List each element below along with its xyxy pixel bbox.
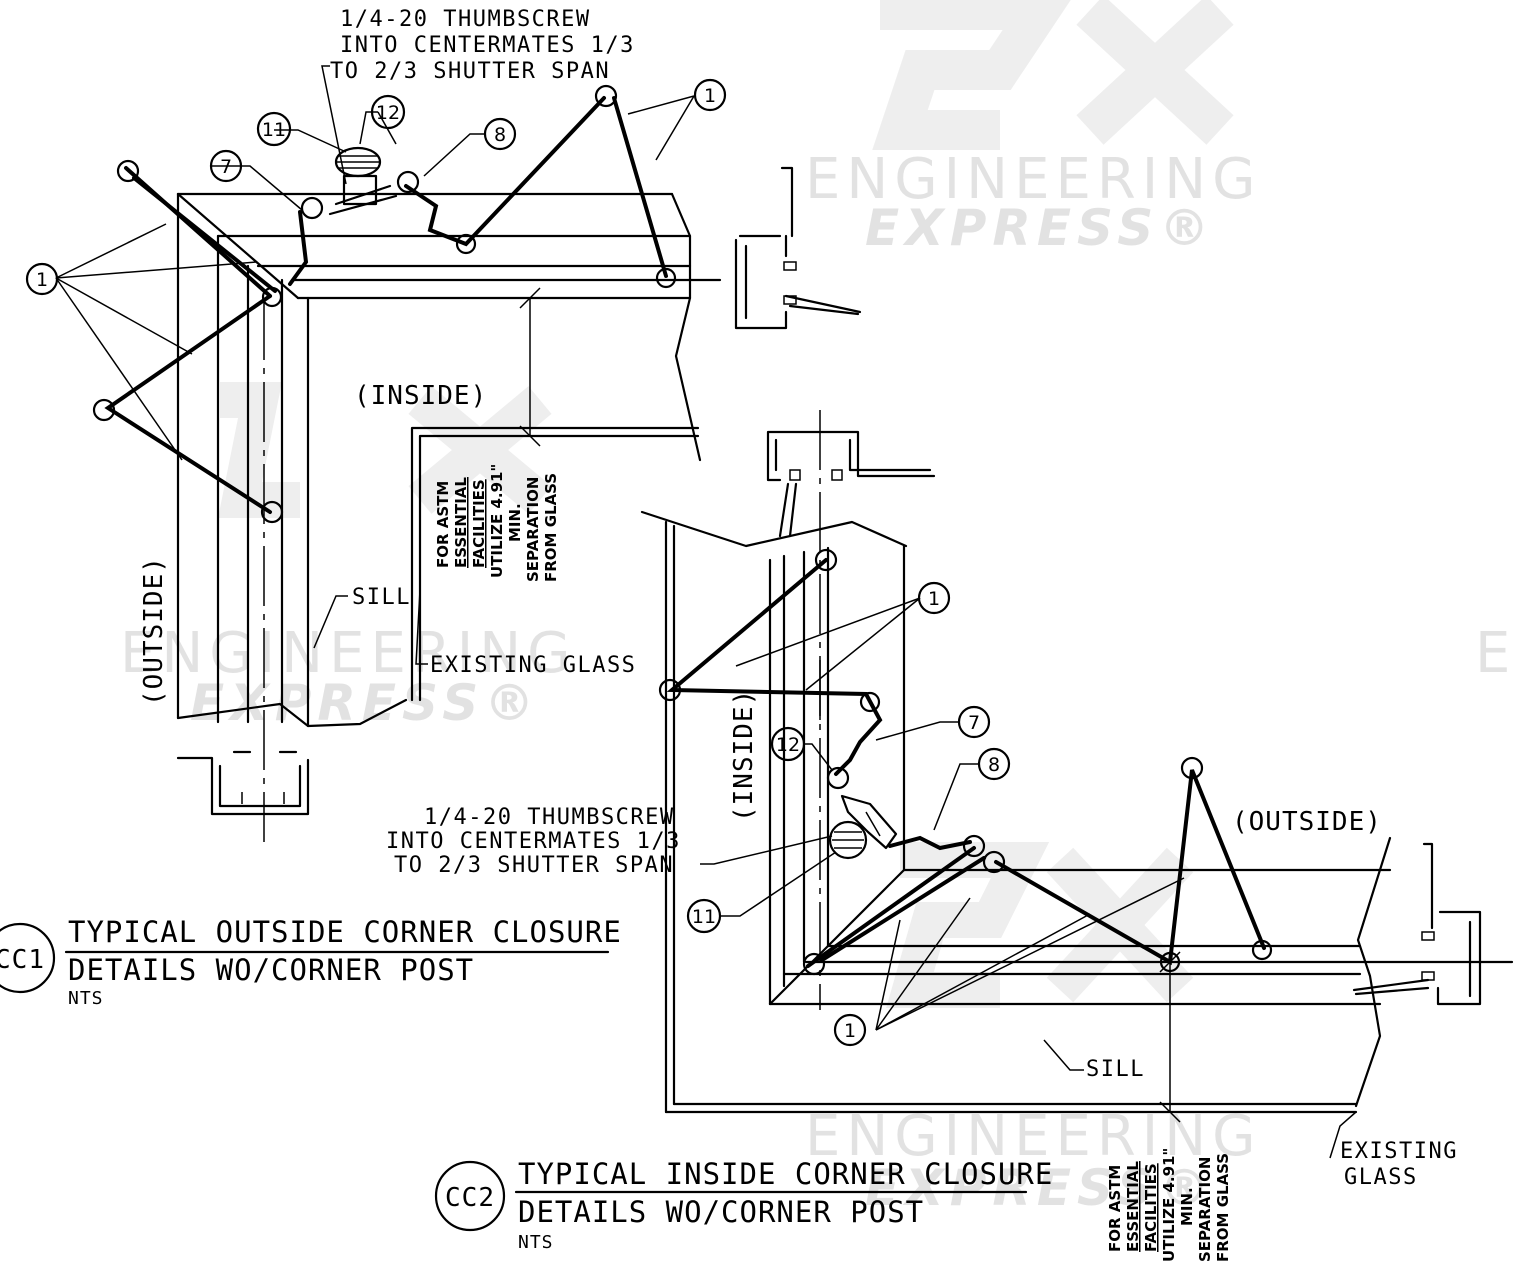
cc1-inside-label: (INSIDE) [354, 381, 487, 411]
cc1-outside-label: (OUTSIDE) [139, 556, 169, 706]
svg-text:1: 1 [704, 85, 716, 107]
cc1-profile-top [734, 166, 862, 330]
svg-text:MIN.: MIN. [1178, 1187, 1196, 1226]
cc1-title-line2: DETAILS WO/CORNER POST [68, 953, 474, 987]
cc1-title-line1: TYPICAL OUTSIDE CORNER CLOSURE [68, 915, 622, 949]
cc1-callout-8: 8 [483, 117, 517, 151]
cc1-callout-1b: 1 [693, 78, 727, 112]
cc1-tag: CC1 [0, 945, 45, 975]
watermark-text-3: ENGINEERING [120, 621, 577, 686]
svg-text:1: 1 [928, 588, 940, 610]
svg-text:ESSENTIAL: ESSENTIAL [452, 477, 470, 568]
cc2-thumbscrew-line1: 1/4-20 THUMBSCREW [424, 805, 675, 830]
cc2-callout-1a: 1 [917, 581, 951, 615]
cc2-frame [640, 410, 1514, 1123]
cc2-inside-label: (INSIDE) [729, 689, 759, 822]
svg-text:ESSENTIAL: ESSENTIAL [1124, 1161, 1142, 1252]
cc2-astm-note: FOR ASTM ESSENTIAL FACILITIES UTILIZE 4.… [1106, 1148, 1232, 1262]
cc1-title-block: CC1 TYPICAL OUTSIDE CORNER CLOSURE DETAI… [0, 915, 622, 1009]
cc2-callout-8: 8 [977, 747, 1011, 781]
svg-text:1: 1 [844, 1020, 856, 1042]
cc1-thumbscrew-line2: INTO CENTERMATES 1/3 [340, 33, 635, 58]
cc1-callout-12: 12 [370, 94, 406, 130]
cc2-leaders [700, 597, 1357, 1159]
svg-text:MIN.: MIN. [506, 503, 524, 542]
svg-text:SEPARATION: SEPARATION [1196, 1157, 1214, 1262]
cc2-thumbscrew-line2: INTO CENTERMATES 1/3 [386, 829, 681, 854]
svg-text:8: 8 [988, 754, 1000, 776]
watermark-text-edge: E [1475, 621, 1516, 686]
svg-text:7: 7 [968, 712, 980, 734]
cc1-callout-1a: 1 [25, 262, 59, 296]
cc2-thumbscrew-line3: TO 2/3 SHUTTER SPAN [394, 853, 674, 878]
svg-text:FACILITIES: FACILITIES [1142, 1163, 1160, 1252]
cc1-astm-note: FOR ASTM ESSENTIAL FACILITIES UTILIZE 4.… [434, 464, 560, 582]
cc2-title-block: CC2 TYPICAL INSIDE CORNER CLOSURE DETAIL… [434, 1157, 1053, 1253]
svg-text:7: 7 [220, 156, 232, 178]
svg-text:1: 1 [36, 269, 48, 291]
cc1-callout-11: 11 [256, 111, 292, 147]
cc2-callout-1b: 1 [833, 1013, 867, 1047]
svg-text:FROM GLASS: FROM GLASS [542, 473, 560, 582]
watermark-text-5: ENGINEERING [805, 1104, 1262, 1169]
cc1-existing-glass-label: EXISTING GLASS [430, 653, 636, 678]
svg-text:12: 12 [776, 734, 800, 756]
svg-text:FACILITIES: FACILITIES [470, 479, 488, 568]
cc1-callout-7: 7 [209, 149, 243, 183]
cc1-thumbscrew-assembly [328, 146, 398, 216]
cc1-leaders [55, 65, 695, 665]
cc2-callout-7: 7 [957, 705, 991, 739]
cc1-sill-label: SILL [352, 585, 411, 610]
svg-text:FOR ASTM: FOR ASTM [1106, 1165, 1124, 1252]
svg-text:8: 8 [494, 124, 506, 146]
cc2-outside-label: (OUTSIDE) [1232, 807, 1382, 837]
svg-text:UTILIZE 4.91": UTILIZE 4.91" [488, 464, 506, 578]
svg-text:FROM GLASS: FROM GLASS [1214, 1153, 1232, 1262]
cc2-sill-label: SILL [1086, 1057, 1145, 1082]
watermark-text-2: EXPRESS® [865, 199, 1215, 257]
svg-text:UTILIZE 4.91": UTILIZE 4.91" [1160, 1148, 1178, 1262]
svg-text:12: 12 [376, 102, 400, 124]
watermark-logos [218, 0, 1234, 1008]
cc1-profile-bottom [176, 750, 310, 816]
cc1-thumbscrew-line1: 1/4-20 THUMBSCREW [340, 7, 591, 32]
cc2-title-line2: DETAILS WO/CORNER POST [518, 1195, 924, 1229]
cc1-shutter-panels [92, 84, 677, 524]
svg-text:11: 11 [692, 906, 716, 928]
watermark-text-1: ENGINEERING [805, 147, 1262, 212]
svg-text:11: 11 [262, 119, 286, 141]
cc1-frame [176, 192, 722, 842]
cc1-thumbscrew-line3: TO 2/3 SHUTTER SPAN [330, 59, 610, 84]
cc2-callout-12: 12 [770, 726, 806, 762]
svg-text:SEPARATION: SEPARATION [524, 477, 542, 582]
watermark-text-4: EXPRESS® [190, 674, 540, 732]
svg-text:FOR ASTM: FOR ASTM [434, 481, 452, 568]
cc2-shutter-panels [658, 548, 1273, 976]
cc2-existing-glass-line2: GLASS [1344, 1165, 1418, 1190]
cc2-profile-top [766, 430, 936, 538]
watermark-text-6: EXPRESS® [865, 1159, 1215, 1217]
cc2-title-line1: TYPICAL INSIDE CORNER CLOSURE [518, 1157, 1053, 1191]
cc2-scale: NTS [518, 1232, 554, 1253]
cc2-tag: CC2 [445, 1183, 495, 1213]
cc2-existing-glass-line1: EXISTING [1340, 1139, 1458, 1164]
cc2-callout-11: 11 [686, 898, 722, 934]
cc2-thumbscrew-assembly [828, 794, 898, 860]
cc1-scale: NTS [68, 988, 104, 1009]
cc2-profile-right [1352, 842, 1482, 1006]
